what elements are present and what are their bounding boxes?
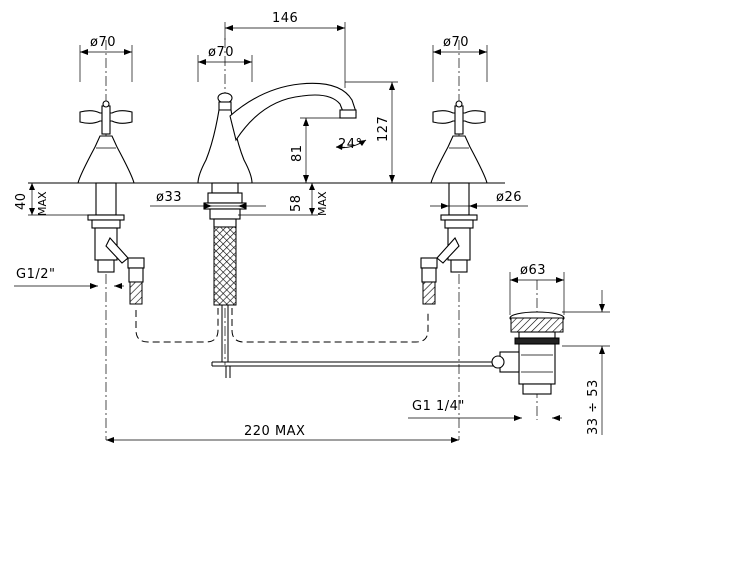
label-spout-height: 81 xyxy=(290,144,305,162)
dim-spout-reach: 146 xyxy=(224,11,346,88)
popup-rod xyxy=(211,361,498,378)
label-right-handle-dia: ø70 xyxy=(443,35,469,50)
left-valve xyxy=(77,100,145,305)
dim-deck-thickness: 40 MAX xyxy=(14,183,96,216)
pop-up-waste xyxy=(491,311,565,395)
label-valve-shank-dia: ø26 xyxy=(496,190,522,205)
dim-heights: 81 127 24° xyxy=(290,81,398,183)
label-waste-range: 33 ÷ 53 xyxy=(586,379,601,435)
label-spout-base-dia: ø70 xyxy=(208,45,234,60)
dim-waste-range: 33 ÷ 53 xyxy=(562,290,610,435)
center-lines xyxy=(105,38,538,440)
label-shank-dia: ø33 xyxy=(156,190,182,205)
dim-waste-dia: ø63 xyxy=(509,263,565,315)
label-left-handle-dia: ø70 xyxy=(90,35,116,50)
label-spread: 220 MAX xyxy=(244,424,305,439)
label-total-height: 127 xyxy=(376,116,391,142)
label-waste-dia: ø63 xyxy=(520,263,546,278)
supply-hoses xyxy=(135,308,429,343)
spout xyxy=(197,82,367,362)
label-swivel-angle: 24° xyxy=(338,137,363,152)
label-shank-max: MAX xyxy=(316,191,329,216)
dim-right-handle: ø70 xyxy=(432,35,488,82)
dim-shank-dia: ø33 xyxy=(150,190,266,209)
right-valve xyxy=(420,100,488,305)
dim-spout-base: ø70 xyxy=(197,45,253,82)
dim-shank-length: 58 MAX xyxy=(238,183,329,216)
dim-left-handle: ø70 xyxy=(79,35,133,82)
label-shank-length: 58 xyxy=(289,194,304,212)
label-waste-thread: G1 1/4" xyxy=(412,399,465,414)
label-spout-reach: 146 xyxy=(272,11,298,26)
dim-valve-shank: ø26 xyxy=(430,190,528,209)
dim-inlet-thread: G1/2" xyxy=(14,267,124,289)
label-inlet-thread: G1/2" xyxy=(16,267,55,282)
dim-spread: 220 MAX xyxy=(106,424,459,443)
dim-waste-thread: G1 1/4" xyxy=(408,399,562,421)
label-deck-thickness: 40 xyxy=(14,192,29,210)
label-deck-max: MAX xyxy=(36,191,49,216)
